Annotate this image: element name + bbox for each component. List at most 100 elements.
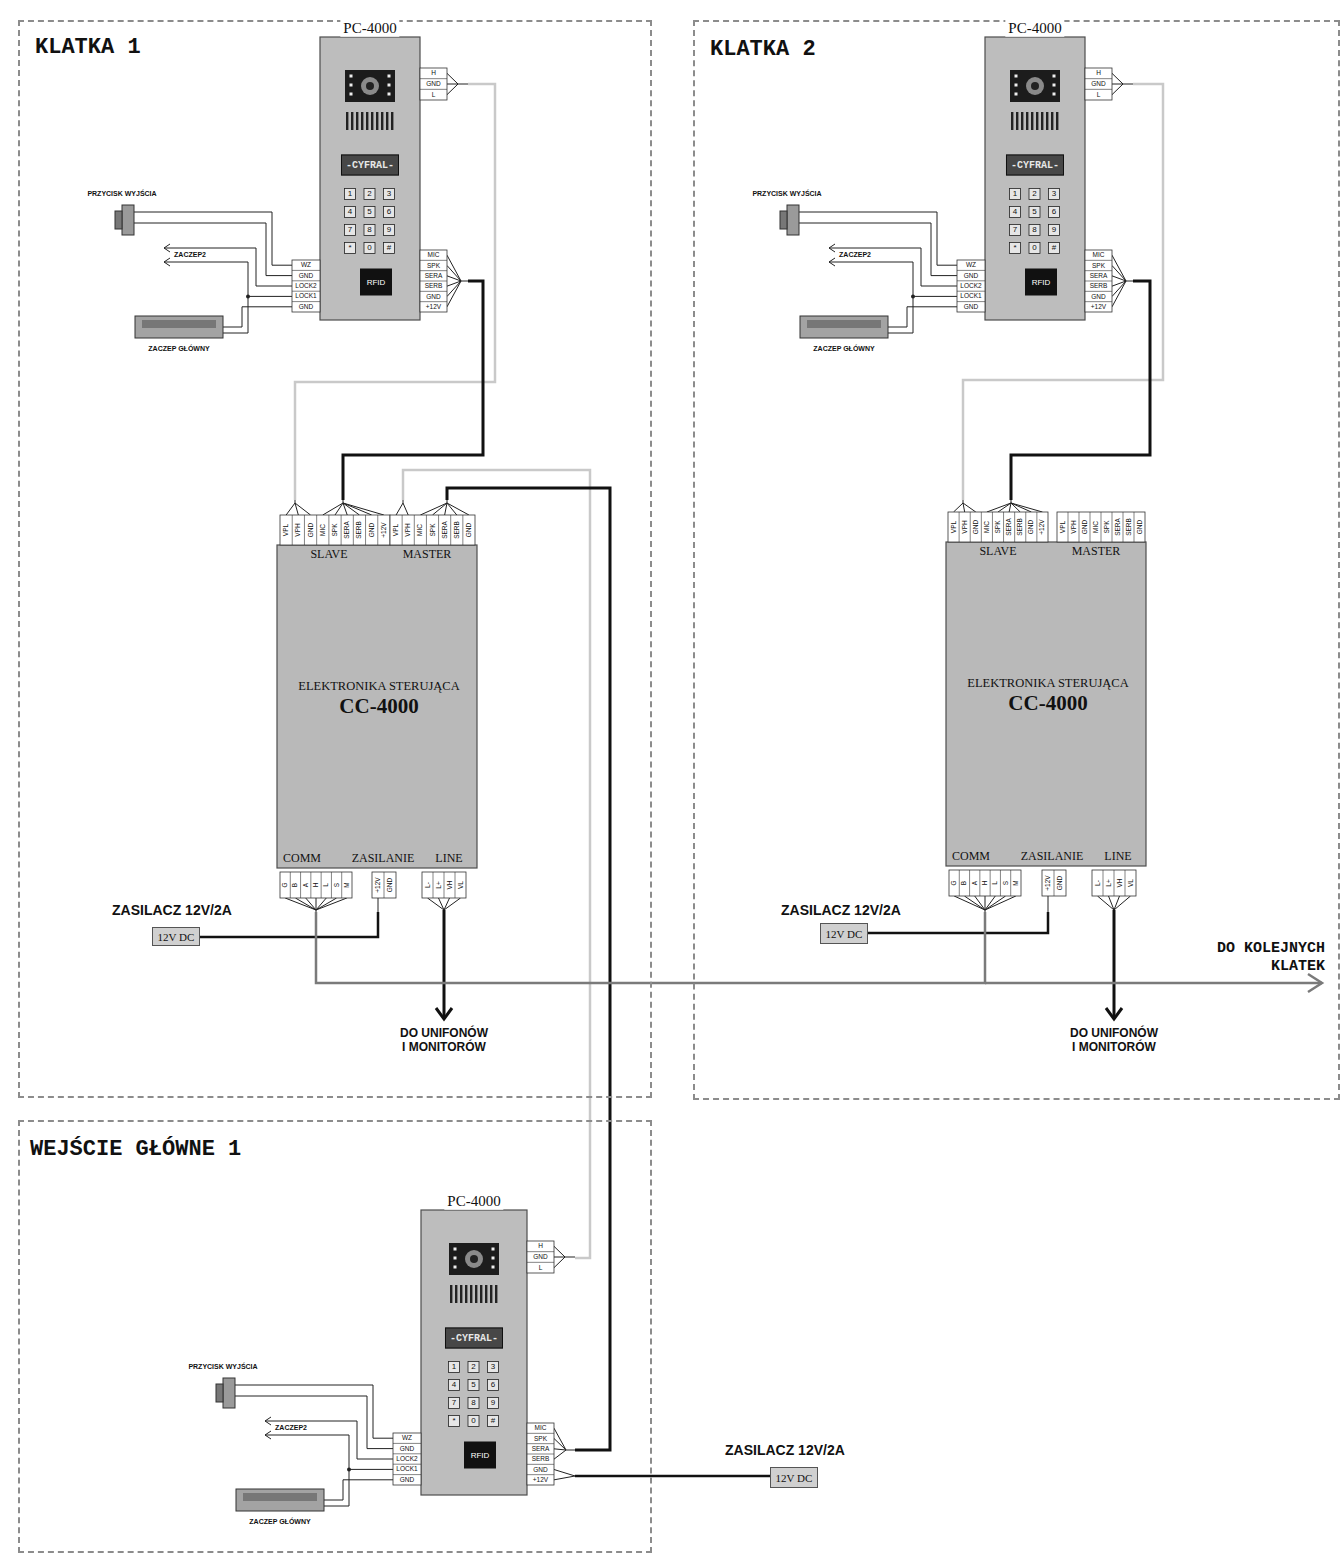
wire xyxy=(235,1385,393,1438)
terminal-divider xyxy=(462,515,463,545)
key-label: 1 xyxy=(1013,190,1017,199)
pin-label: L+ xyxy=(1105,879,1112,886)
speaker-grille xyxy=(1051,112,1053,130)
pin-label: SERA xyxy=(532,1445,550,1452)
speaker-grille xyxy=(1021,112,1023,130)
pin-label: GND xyxy=(1028,520,1035,534)
camera-lens xyxy=(1031,82,1039,90)
speaker-grille xyxy=(495,1285,497,1303)
speaker-grille xyxy=(1016,112,1018,130)
keypad-key xyxy=(1010,243,1021,254)
terminal-divider xyxy=(1125,870,1126,896)
terminal-divider xyxy=(353,515,354,545)
panel-body xyxy=(985,37,1085,320)
pin-label: WZ xyxy=(301,262,311,269)
rfid-reader: RFID xyxy=(360,269,392,296)
pin-label: VPL xyxy=(283,524,290,536)
wire xyxy=(134,212,292,265)
keypad-key xyxy=(1049,243,1060,254)
terminal-divider xyxy=(393,1453,421,1454)
camera-led xyxy=(1053,93,1056,96)
power-supply: ZASILACZ 12V/2A12V DC xyxy=(820,923,868,944)
terminal-strip xyxy=(372,872,396,898)
key-label: 2 xyxy=(471,1363,475,1372)
terminal-strip xyxy=(1057,512,1145,542)
wire-fan xyxy=(343,503,372,515)
arrowhead xyxy=(164,258,170,266)
keypad-key xyxy=(468,1362,479,1373)
pin-label: LOCK2 xyxy=(960,282,981,289)
key-label: 9 xyxy=(387,226,391,235)
terminal-divider xyxy=(527,1464,554,1465)
pin-label: H xyxy=(1096,70,1101,77)
pin-label: SERB xyxy=(425,283,443,290)
wire-fan xyxy=(998,503,1011,512)
pin-label: GND xyxy=(299,272,313,279)
terminal-strip xyxy=(957,260,985,312)
wire-fan xyxy=(378,898,379,912)
wire-fan xyxy=(1114,896,1131,910)
terminal-strip xyxy=(1085,68,1112,100)
keypad-key xyxy=(449,1362,460,1373)
key-label: 8 xyxy=(367,226,371,235)
pin-label: SERA xyxy=(344,521,351,539)
pin-label: SPK xyxy=(1103,520,1110,533)
speaker-grille xyxy=(386,112,388,130)
keypad-key xyxy=(345,225,356,236)
terminal-divider xyxy=(957,301,985,302)
terminal-divider xyxy=(1085,301,1112,302)
arrowhead xyxy=(829,244,835,252)
device-name: ZASILACZ 12V/2A xyxy=(112,903,232,918)
terminal-divider xyxy=(1101,512,1102,542)
wire-fan xyxy=(963,500,964,503)
keypad-key xyxy=(1029,207,1040,218)
keypad-key xyxy=(384,189,395,200)
exit-button xyxy=(216,1384,223,1402)
pin-label: L xyxy=(432,91,436,98)
terminal-divider xyxy=(981,512,982,542)
part-label: PRZYCISK WYJŚCIA xyxy=(752,190,821,198)
section-label: ZASILANIE xyxy=(352,852,415,865)
wire-fan xyxy=(554,1257,565,1268)
device-name: ZASILACZ 12V/2A xyxy=(781,903,901,918)
wire-fan xyxy=(1109,896,1115,910)
wire-fan xyxy=(343,500,344,503)
pin-label: H xyxy=(981,881,988,886)
part-label: ZACZEP GŁÓWNY xyxy=(148,345,209,353)
pin-label: M xyxy=(343,882,350,887)
device-name: ZASILACZ 12V/2A xyxy=(725,1443,845,1458)
terminal-divider xyxy=(377,515,378,545)
terminal-divider xyxy=(292,515,293,545)
pin-label: SERA xyxy=(441,521,448,539)
wire xyxy=(223,307,292,327)
section-label: SLAVE xyxy=(310,548,347,561)
pin-label: LOCK2 xyxy=(396,1455,417,1462)
door-strike xyxy=(142,320,216,328)
keypad-key xyxy=(345,243,356,254)
wire xyxy=(265,1435,393,1469)
terminal-divider xyxy=(1123,512,1124,542)
terminal-divider xyxy=(957,291,985,292)
speaker-grille xyxy=(490,1285,492,1303)
speaker-grille xyxy=(1031,112,1033,130)
display-text: -CYFRAL- xyxy=(445,1328,503,1349)
section-label: LINE xyxy=(1104,850,1131,863)
unit-title: ELEKTRONIKA STERUJĄCA xyxy=(298,680,459,694)
camera-lens xyxy=(465,1250,483,1268)
terminal-divider xyxy=(1085,270,1112,271)
section-label: MASTER xyxy=(403,548,452,561)
terminal-divider xyxy=(393,1464,421,1465)
key-label: 5 xyxy=(367,208,371,217)
terminal-divider xyxy=(384,872,385,898)
wire xyxy=(324,1469,349,1506)
keypad-key xyxy=(468,1416,479,1427)
terminal-strip xyxy=(948,512,1048,542)
terminal-strip xyxy=(1085,250,1112,312)
terminal-divider xyxy=(959,512,960,542)
wire-fan xyxy=(1112,84,1123,95)
key-label: 3 xyxy=(1052,190,1056,199)
pin-label: L xyxy=(1097,91,1101,98)
terminal-strip xyxy=(292,260,320,312)
keypad-key xyxy=(449,1398,460,1409)
control-unit: ELEKTRONIKA STERUJĄCACC-4000 xyxy=(277,500,477,912)
